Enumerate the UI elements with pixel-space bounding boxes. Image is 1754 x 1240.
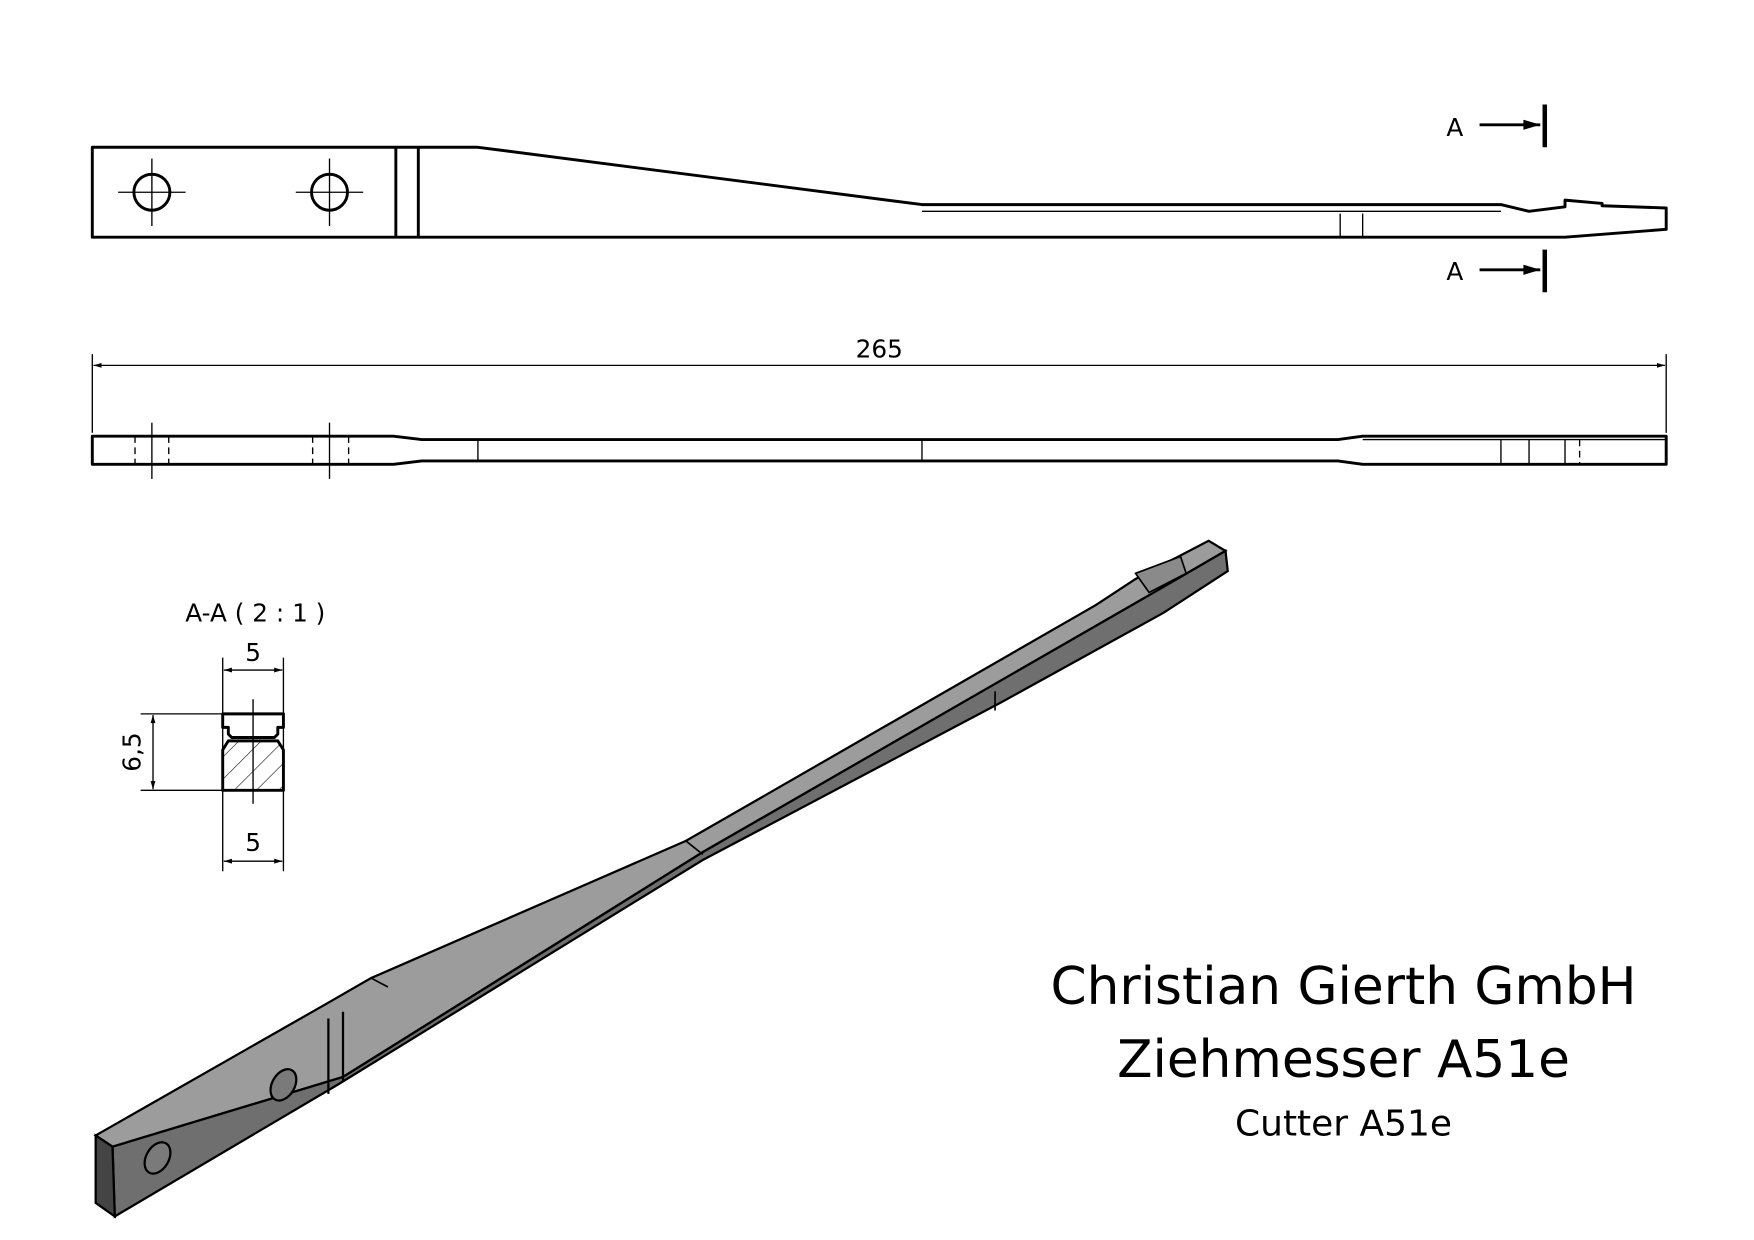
section-view: A-A ( 2 : 1 ) 5 5 6,5 [118, 599, 325, 872]
section-mark-label: A [1446, 113, 1463, 142]
section-top-width: 5 [245, 638, 261, 667]
section-bottom-width: 5 [245, 828, 261, 857]
title-block: Christian Gierth GmbH Ziehmesser A51e Cu… [1051, 957, 1637, 1145]
section-mark-bottom: A [1446, 249, 1548, 293]
mounting-hole-1 [118, 158, 186, 226]
product-name-en: Cutter A51e [1235, 1103, 1452, 1144]
section-mark-top: A [1446, 104, 1548, 148]
product-name-de: Ziehmesser A51e [1117, 1030, 1570, 1090]
side-view [90, 422, 1668, 479]
mounting-hole-2 [295, 158, 364, 226]
company-name: Christian Gierth GmbH [1051, 957, 1637, 1017]
section-mark-label: A [1446, 257, 1463, 286]
section-height: 6,5 [118, 732, 147, 771]
iso-hole-2 [269, 1068, 298, 1102]
section-view-title: A-A ( 2 : 1 ) [185, 599, 325, 628]
iso-hole-1 [143, 1141, 172, 1175]
length-dimension-value: 265 [856, 334, 903, 363]
length-dimension: 265 [91, 334, 1667, 433]
isometric-view [93, 539, 1229, 1219]
top-view [90, 145, 1668, 239]
